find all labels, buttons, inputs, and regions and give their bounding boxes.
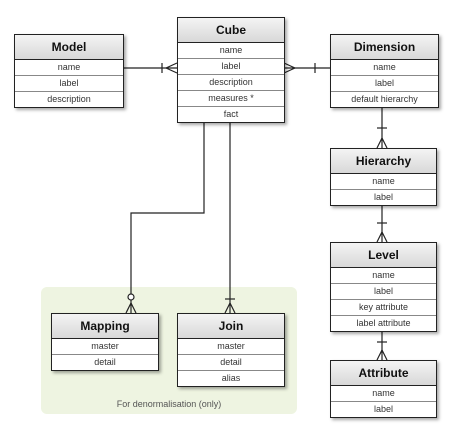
entity-attribute: name (15, 60, 123, 76)
rel-cube-dimension-crow-b (283, 67, 296, 74)
rel-model-cube-crow-a (165, 62, 178, 69)
entity-attribute: label (15, 76, 123, 92)
entity-attribute: master (52, 339, 158, 355)
entity-attribute-table: Attribute name label (330, 360, 437, 418)
rel-cube-join-crow-a (224, 302, 231, 314)
entity-attribute: name (178, 43, 284, 59)
rel-dimension-hierarchy-crow-a (376, 137, 383, 149)
rel-dimension-hierarchy-crow-b (381, 137, 388, 149)
entity-attribute: key attribute (331, 300, 436, 316)
rel-model-cube-crow-b (165, 67, 178, 74)
entity-attribute: name (331, 268, 436, 284)
rel-cube-dimension-crow-a (283, 62, 296, 69)
entity-join: Join master detail alias (177, 313, 285, 387)
entity-attribute: detail (178, 355, 284, 371)
entity-level: Level name label key attribute label att… (330, 242, 437, 332)
denormalisation-group-label: For denormalisation (only) (116, 399, 222, 409)
entity-attribute: label (178, 59, 284, 75)
rel-level-attribute-crow-a (376, 349, 383, 361)
rel-cube-mapping (130, 120, 205, 313)
entity-cube: Cube name label description measures * f… (177, 17, 285, 123)
entity-attribute: label attribute (356, 318, 411, 328)
rel-hierarchy-level-crow-a (376, 231, 383, 243)
entity-mapping: Mapping master detail (51, 313, 159, 371)
entity-attribute: name (331, 174, 436, 190)
entity-title: Mapping (52, 314, 158, 339)
entity-attribute: description (47, 94, 91, 104)
entity-attribute: label (331, 76, 438, 92)
entity-title: Level (331, 243, 436, 268)
entity-attribute: description (178, 75, 284, 91)
entity-attribute: alias (221, 373, 241, 383)
rel-hierarchy-level-crow-b (381, 231, 388, 243)
rel-level-attribute-crow-b (381, 349, 388, 361)
entity-title: Attribute (331, 361, 436, 386)
entity-model: Model name label description (14, 34, 124, 108)
entity-attribute: name (331, 386, 436, 402)
rel-cube-mapping-crow-b (130, 302, 137, 314)
entity-attribute: measures * (178, 91, 284, 107)
entity-attribute: label (373, 404, 393, 414)
rel-cube-join-crow-b (229, 302, 236, 314)
entity-title: Cube (178, 18, 284, 43)
rel-cube-mapping-optional (127, 293, 135, 301)
entity-attribute: default hierarchy (351, 94, 418, 104)
entity-attribute: label (331, 284, 436, 300)
rel-cube-mapping-crow-a (125, 302, 132, 314)
entity-title: Join (178, 314, 284, 339)
entity-dimension: Dimension name label default hierarchy (330, 34, 439, 108)
entity-attribute: label (373, 192, 393, 202)
entity-attribute: fact (223, 109, 239, 119)
entity-title: Hierarchy (331, 149, 436, 174)
entity-title: Dimension (331, 35, 438, 60)
entity-title: Model (15, 35, 123, 60)
entity-attribute: master (178, 339, 284, 355)
entity-attribute: detail (94, 357, 116, 367)
entity-hierarchy: Hierarchy name label (330, 148, 437, 206)
entity-attribute: name (331, 60, 438, 76)
